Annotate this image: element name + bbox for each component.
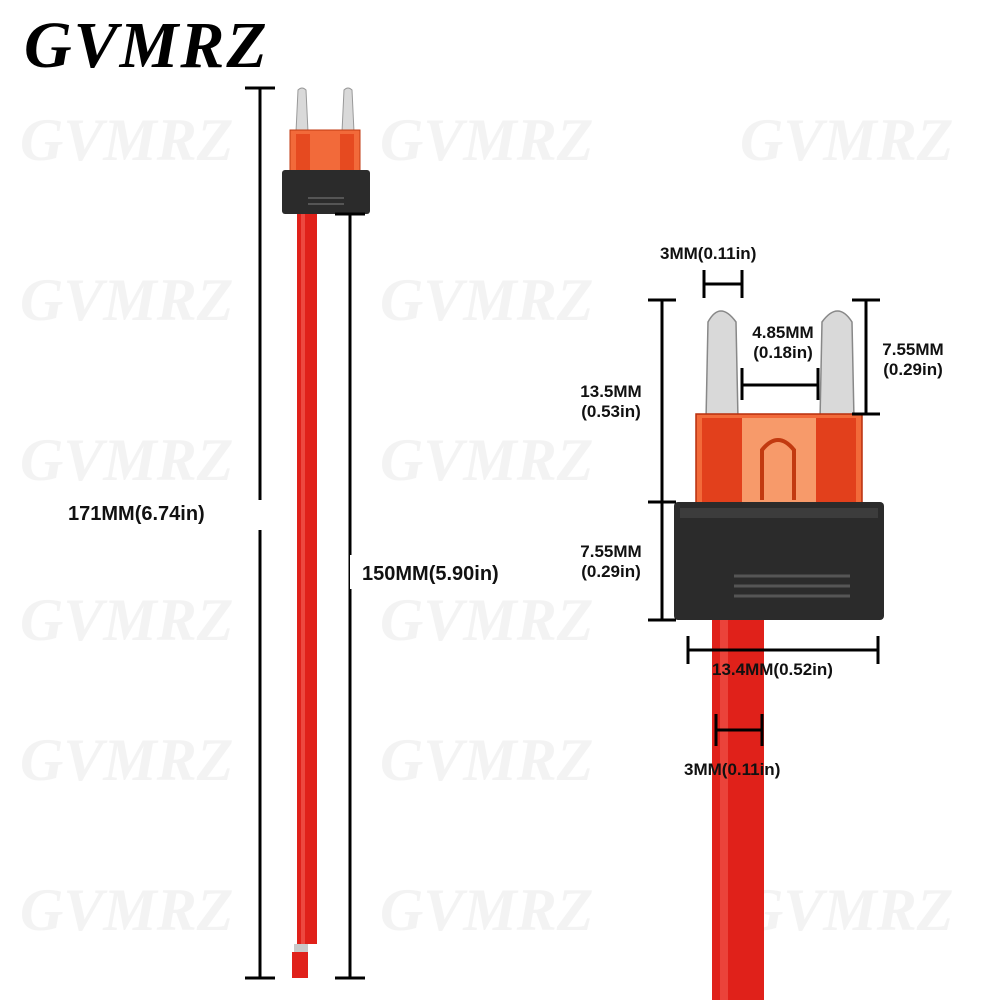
wire — [297, 214, 317, 944]
fuse-height-label: 13.5MM (0.53in) — [570, 382, 652, 422]
watermark: GVMRZ — [380, 427, 593, 493]
watermark-layer: GVMRZ GVMRZ GVMRZ GVMRZ GVMRZ GVMRZ GVMR… — [20, 107, 953, 943]
fuse-height-mm: 13.5MM — [580, 382, 642, 401]
blade-height-label: 7.55MM (0.29in) — [872, 340, 954, 380]
watermark: GVMRZ — [740, 877, 953, 943]
blade-gap-in: (0.18in) — [753, 343, 813, 362]
wire-diameter-label: 3MM(0.11in) — [684, 760, 781, 779]
wire-length-label: 150MM(5.90in) — [362, 563, 499, 585]
blade-gap-label: 4.85MM (0.18in) — [738, 323, 828, 363]
dimension-lines-right — [648, 270, 880, 746]
watermark: GVMRZ — [20, 727, 233, 793]
watermark: GVMRZ — [380, 107, 593, 173]
blade-width-label: 3MM(0.11in) — [660, 244, 757, 263]
blade-gap-mm: 4.85MM — [752, 323, 814, 342]
watermark: GVMRZ — [380, 877, 593, 943]
holder — [674, 502, 884, 620]
watermark: GVMRZ — [20, 267, 233, 333]
watermark: GVMRZ — [20, 877, 233, 943]
blade-height-in: (0.29in) — [883, 360, 943, 379]
watermark: GVMRZ — [380, 727, 593, 793]
blade — [341, 87, 355, 133]
brand-logo: GVMRZ — [24, 9, 269, 82]
watermark: GVMRZ — [20, 427, 233, 493]
overall-length-label: 171MM(6.74in) — [68, 503, 205, 525]
holder-height-mm: 7.55MM — [580, 542, 642, 561]
watermark: GVMRZ — [740, 107, 953, 173]
dimension-lines-left — [245, 86, 365, 980]
blade — [819, 310, 855, 421]
wire-end — [294, 944, 308, 954]
holder-width-label: 13.4MM(0.52in) — [712, 660, 833, 679]
watermark: GVMRZ — [20, 107, 233, 173]
watermark: GVMRZ — [380, 587, 593, 653]
watermark: GVMRZ — [20, 587, 233, 653]
fuse-height-in: (0.53in) — [581, 402, 641, 421]
left-fuse-tap — [282, 87, 370, 978]
blade-height-mm: 7.55MM — [882, 340, 944, 359]
blade — [705, 310, 739, 421]
blade — [295, 87, 309, 133]
holder — [282, 170, 370, 214]
watermark: GVMRZ — [380, 267, 593, 333]
holder-height-in: (0.29in) — [581, 562, 641, 581]
fuse-detail — [674, 310, 884, 1000]
holder-height-label: 7.55MM (0.29in) — [570, 542, 652, 582]
